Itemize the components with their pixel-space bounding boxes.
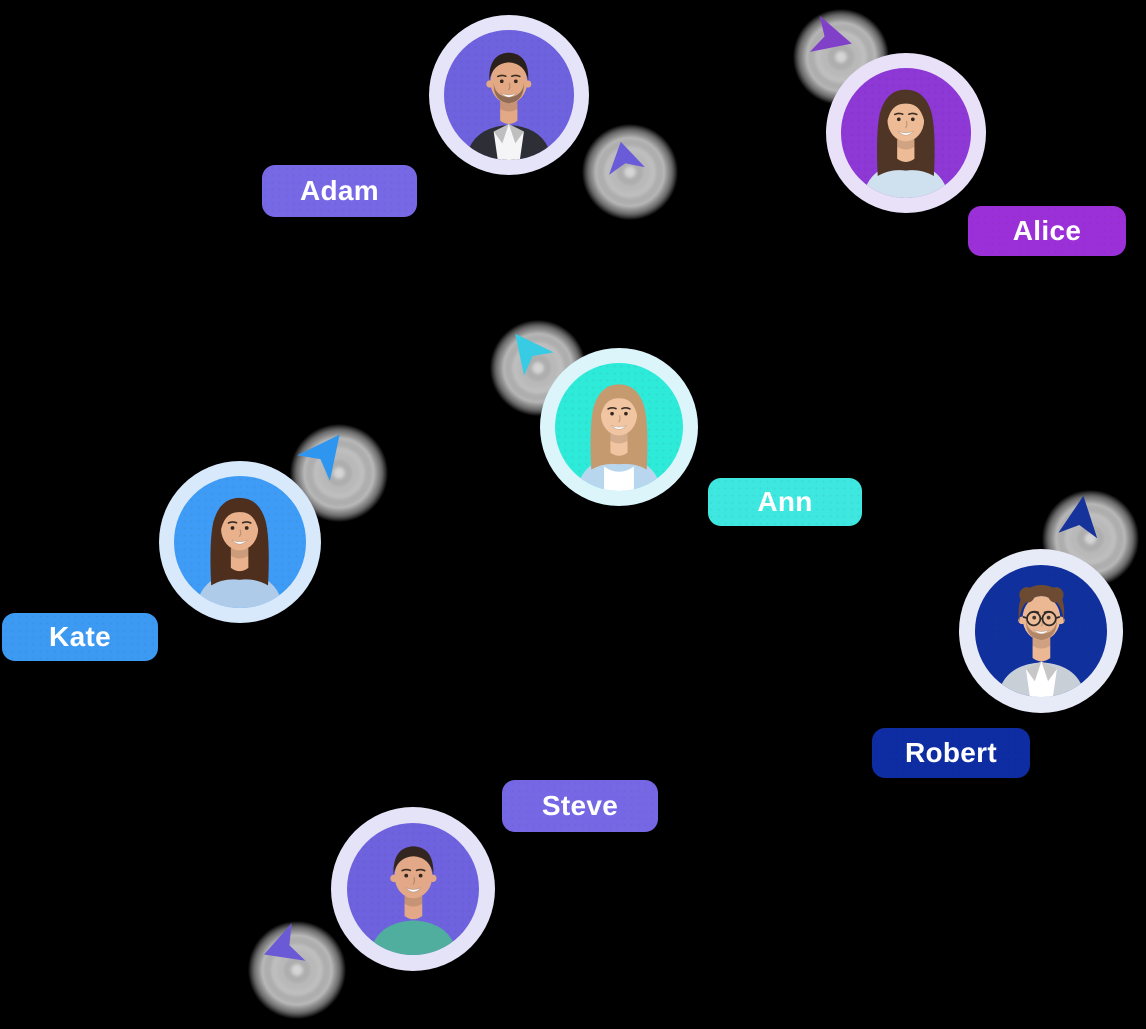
- cursor-arrow-icon: [297, 434, 340, 481]
- avatar-alice: [826, 53, 986, 213]
- avatar-steve: [331, 807, 495, 971]
- name-label-alice: Alice: [968, 206, 1126, 256]
- name-label-robert: Robert: [872, 728, 1030, 778]
- avatar-robert: [959, 549, 1123, 713]
- cursor-arrow-icon: [809, 15, 852, 52]
- avatar-photo: [174, 476, 306, 608]
- avatar-photo: [555, 363, 683, 491]
- member-name: Adam: [300, 175, 379, 206]
- cursor-arrow-icon: [264, 923, 306, 961]
- avatar-photo: [444, 30, 574, 160]
- cursor-trail-blob: [490, 320, 586, 416]
- member-name: Ann: [757, 486, 813, 517]
- cursor-arrow-icon: [515, 333, 554, 376]
- cursor-trail-blob: [582, 124, 678, 220]
- name-label-ann: Ann: [708, 478, 862, 526]
- cursor-trail-blob: [793, 9, 889, 105]
- avatar-adam: [429, 15, 589, 175]
- member-name: Kate: [49, 621, 111, 652]
- cursor-arrow-icon: [1058, 495, 1098, 539]
- cursor-trail-blob: [248, 921, 346, 1019]
- avatar-photo: [841, 68, 971, 198]
- avatar-kate: [159, 461, 321, 623]
- member-name: Robert: [904, 737, 998, 768]
- avatar-photo: [346, 822, 480, 956]
- cursor-trail-blob: [290, 424, 388, 522]
- name-label-kate: Kate: [2, 613, 158, 661]
- avatar-photo: [974, 564, 1108, 698]
- cursor-arrow-icon: [608, 141, 645, 175]
- member-name: Steve: [541, 790, 619, 821]
- avatar-ann: [540, 348, 698, 506]
- cursor-trail-blob: [1042, 490, 1139, 587]
- name-label-adam: Adam: [262, 165, 417, 217]
- member-name: Alice: [1012, 215, 1082, 246]
- name-label-steve: Steve: [502, 780, 658, 832]
